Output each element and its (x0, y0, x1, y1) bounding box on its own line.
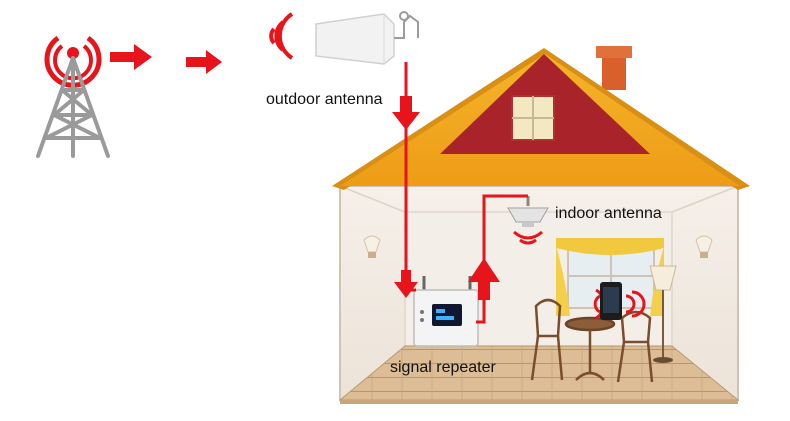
wall-lamp-left-icon (363, 235, 381, 258)
outdoor-wave-inner (269, 27, 276, 45)
table-and-chairs (530, 298, 654, 383)
floor-lamp-icon (649, 265, 677, 363)
outdoor-wave-outer (277, 12, 294, 60)
signal-arrows-to-outdoor (110, 44, 222, 74)
phone-screen (603, 287, 619, 313)
chimney (596, 46, 632, 90)
wall-lamp-right-icon (695, 235, 713, 258)
indoor-wave-1 (513, 230, 543, 240)
outdoor-antenna-icon (269, 11, 419, 65)
outdoor-wave-middle (274, 20, 285, 52)
repeater-display (432, 304, 462, 326)
mobile-phone-icon (593, 282, 646, 320)
indoor-wave-2 (519, 238, 537, 245)
indoor-antenna-label: indoor antenna (555, 205, 662, 222)
cell-tower-icon (36, 35, 110, 158)
curtain-left (556, 246, 570, 316)
signal-arrow-2 (186, 50, 222, 74)
indoor-antenna-icon (507, 196, 549, 245)
curtain-valance (556, 238, 664, 255)
window-with-curtains (556, 238, 664, 316)
tower-beacon (67, 47, 79, 59)
signal-repeater-device (413, 276, 479, 347)
signal-arrow-1 (110, 44, 152, 70)
signal-flow-arrows (392, 96, 500, 300)
antenna-panel (315, 13, 395, 65)
arrow-down-into-repeater (394, 270, 418, 298)
signal-repeater-label: signal repeater (390, 359, 496, 376)
outdoor-antenna-label: outdoor antenna (266, 91, 383, 108)
arrow-up-to-indoor (468, 258, 500, 300)
house-roof (332, 48, 750, 190)
arrow-down-from-outdoor (392, 96, 420, 130)
